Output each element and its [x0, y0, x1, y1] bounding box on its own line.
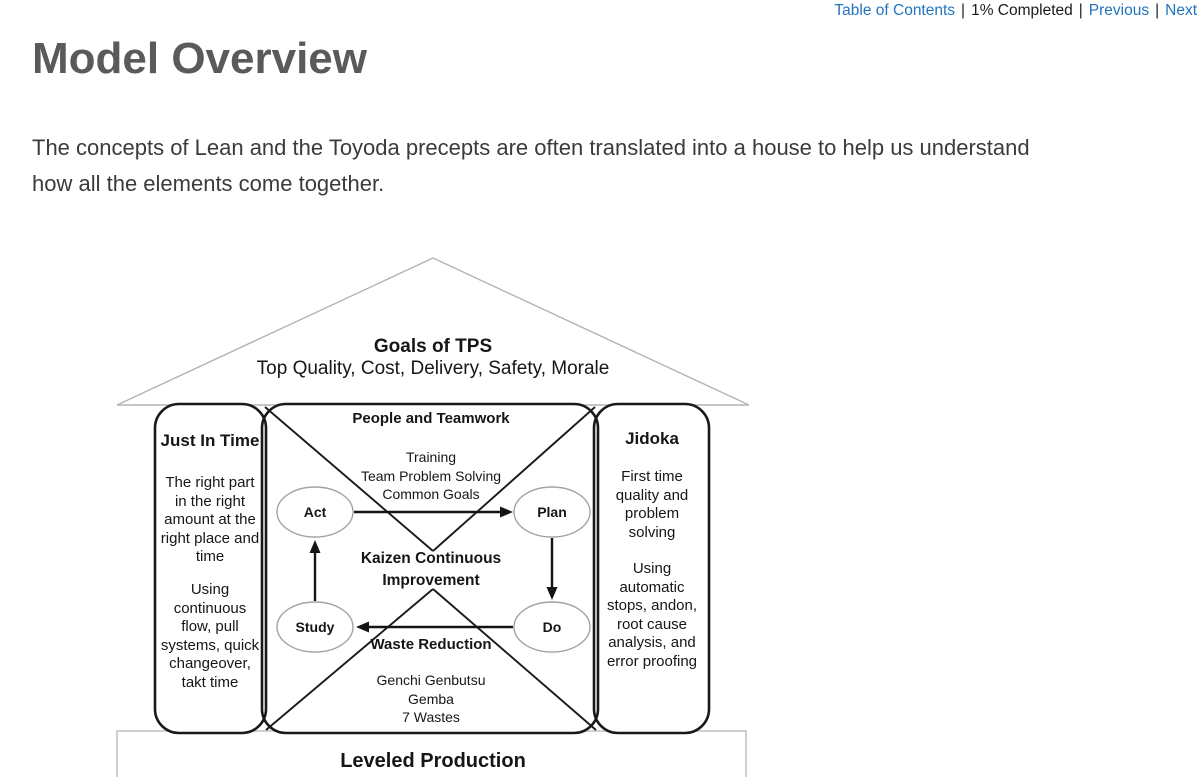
- act-label: Act: [303, 504, 327, 520]
- diagonal-bottom-left: [265, 588, 434, 731]
- center-box-fill: [262, 404, 598, 733]
- right-pillar-title: Jidoka: [625, 429, 679, 448]
- diagonal-top-right: [432, 406, 596, 552]
- study-label: Study: [295, 619, 335, 635]
- foundation-label: Leveled Production: [340, 750, 526, 772]
- diagonal-top-left: [264, 406, 434, 552]
- previous-link[interactable]: Previous: [1088, 2, 1150, 19]
- intro-paragraph: The concepts of Lean and the Toyoda prec…: [32, 135, 1030, 196]
- right-pillar-fill: [594, 404, 709, 733]
- nav-separator: |: [1155, 2, 1160, 19]
- diagonal-bottom-right: [432, 588, 597, 731]
- waste-reduction-items: Genchi Genbutsu Gemba 7 Wastes: [376, 672, 486, 726]
- act-ellipse: [276, 486, 354, 538]
- left-pillar-methods: Using continuous flow, pull systems, qui…: [160, 581, 260, 691]
- roof-subtitle: Top Quality, Cost, Delivery, Safety, Mor…: [256, 358, 610, 379]
- roof-title: Goals of TPS: [373, 336, 493, 357]
- study-ellipse: [276, 601, 354, 653]
- people-teamwork-title: People and Teamwork: [352, 410, 510, 427]
- do-label: Do: [542, 619, 562, 635]
- left-pillar-shape: [153, 402, 268, 735]
- nav-separator: |: [961, 2, 966, 19]
- foundation-bar: [116, 730, 747, 777]
- center-box-shape: [260, 402, 600, 735]
- waste-reduction-title: Waste Reduction: [370, 636, 492, 653]
- next-link[interactable]: Next: [1165, 2, 1197, 19]
- plan-label: Plan: [537, 504, 567, 520]
- do-ellipse: [513, 601, 591, 653]
- plan-ellipse: [513, 486, 591, 538]
- kaizen-title: Kaizen Continuous Improvement: [360, 550, 502, 589]
- right-pillar-description: First time quality and problem solving: [615, 468, 689, 541]
- page-title: Model Overview: [32, 34, 368, 83]
- top-navigation: Table of Contents | 1% Completed | Previ…: [834, 0, 1197, 22]
- right-pillar-methods: Using automatic stops, andon, root cause…: [606, 560, 698, 670]
- people-teamwork-items: Training Team Problem Solving Common Goa…: [360, 449, 502, 503]
- left-pillar-fill: [155, 404, 266, 733]
- left-pillar-description: The right part in the right amount at th…: [160, 474, 260, 566]
- center-diagonal-lines: [264, 406, 597, 731]
- table-of-contents-link[interactable]: Table of Contents: [834, 2, 956, 19]
- progress-completed-text: 1% Completed: [971, 2, 1073, 19]
- roof-outline: [116, 257, 750, 406]
- nav-separator: |: [1078, 2, 1083, 19]
- left-pillar-title: Just In Time: [160, 431, 260, 450]
- pdsa-arrows: [309, 506, 558, 633]
- right-pillar-shape: [592, 402, 711, 735]
